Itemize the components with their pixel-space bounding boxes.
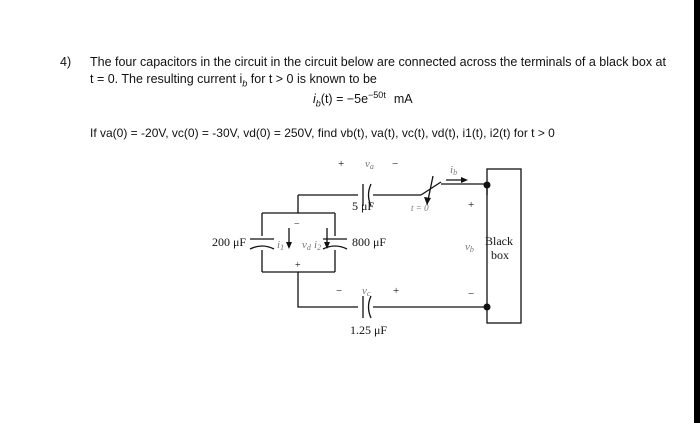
- i1-label: i1: [277, 239, 284, 252]
- vb-label: vb: [465, 241, 474, 254]
- va-plus: +: [338, 158, 344, 170]
- ib-label: ib: [450, 164, 457, 177]
- i1-arrow-head: [286, 242, 292, 249]
- vc-plus: +: [393, 285, 399, 297]
- cap-200uf-label: 200 μF: [212, 235, 246, 249]
- terminal-bottom: [483, 303, 491, 311]
- cap-5uf-label: 5 μF: [352, 199, 374, 213]
- problem-line-1: The four capacitors in the circuit in th…: [90, 55, 666, 69]
- terminal-top: [483, 181, 491, 189]
- vd-minus: −: [294, 219, 300, 230]
- i2-label: i2: [314, 239, 321, 252]
- vb-plus: +: [468, 199, 474, 211]
- va-label: va: [365, 158, 374, 171]
- black-box-label-2: box: [491, 248, 509, 262]
- cap-800uf-label: 800 μF: [352, 235, 386, 249]
- capacitor-1-25uf: [362, 295, 372, 319]
- switch-label: t = 0: [411, 203, 429, 213]
- switch-arrow-head: [424, 197, 431, 205]
- vb-minus: −: [468, 288, 474, 300]
- capacitor-200uf: [249, 238, 275, 250]
- vc-minus: −: [336, 285, 342, 297]
- vc-label: vc: [362, 285, 371, 298]
- problem-line-2: t = 0. The resulting current ib for t > …: [90, 72, 377, 89]
- capacitor-5uf: [362, 183, 372, 207]
- vd-label: vd: [302, 239, 312, 252]
- initial-conditions: If va(0) = -20V, vc(0) = -30V, vd(0) = 2…: [90, 126, 555, 140]
- va-minus: −: [392, 158, 398, 170]
- vd-plus: +: [295, 260, 301, 271]
- black-box: [486, 168, 522, 324]
- black-box-label-1: Black: [485, 234, 513, 248]
- cap-1-25uf-label: 1.25 μF: [350, 323, 387, 337]
- i2-arrow-head: [324, 242, 330, 249]
- problem-number: 4): [60, 55, 72, 69]
- ib-arrow-head: [461, 177, 468, 183]
